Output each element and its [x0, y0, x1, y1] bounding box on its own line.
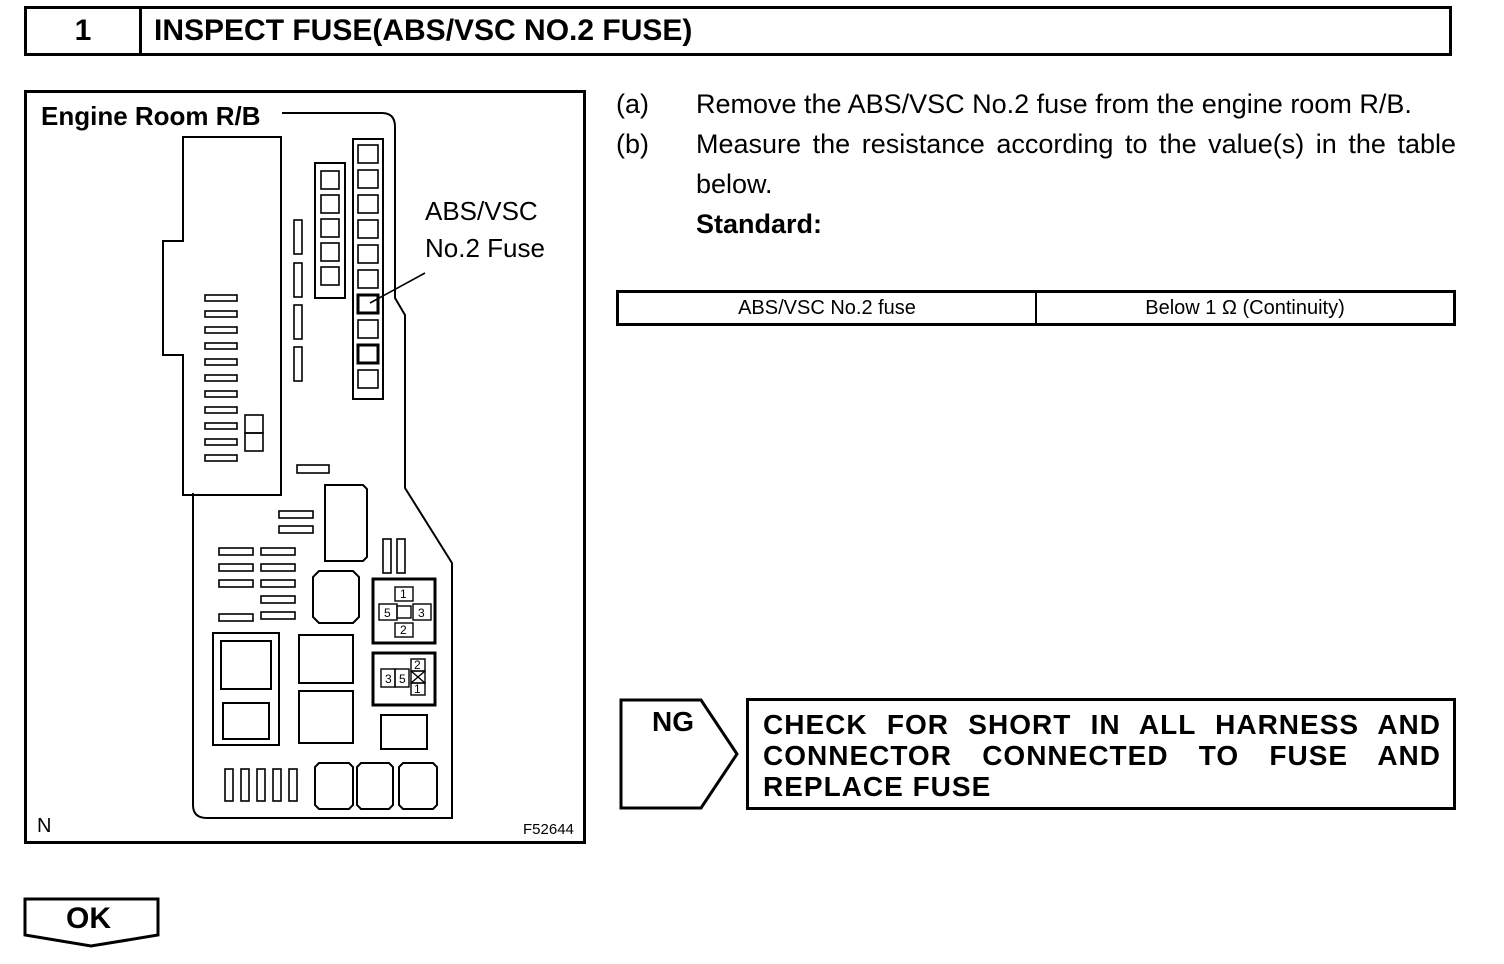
- fuse-box-illustration: 1 5 3 2 3 5 2 1: [162, 112, 453, 819]
- step-b-letter: (b): [616, 129, 649, 159]
- engine-room-rb-diagram: 1 5 3 2 3 5 2 1 Engine Room R/B ABS/VSC …: [24, 90, 586, 844]
- relay-upper-pin-5: 5: [384, 606, 391, 620]
- step-a: (a) Remove the ABS/VSC No.2 fuse from th…: [616, 84, 1456, 124]
- step-header: 1 INSPECT FUSE(ABS/VSC NO.2 FUSE): [24, 6, 1452, 56]
- step-number: 1: [27, 9, 142, 53]
- relay-upper-pin-1: 1: [400, 587, 407, 601]
- callout-line-1: ABS/VSC: [425, 196, 538, 226]
- step-b: (b) Measure the resistance according to …: [616, 124, 1456, 204]
- callout-line-2: No.2 Fuse: [425, 233, 545, 263]
- standard-label: Standard:: [696, 209, 823, 239]
- relay-lower-pin-2: 2: [414, 658, 421, 672]
- relay-lower-pin-5: 5: [399, 672, 406, 686]
- ok-arrow-icon: [23, 897, 160, 948]
- relay-upper-pin-2: 2: [400, 623, 407, 637]
- figure-id: F52644: [523, 821, 574, 838]
- relay-lower-pin-3: 3: [385, 672, 392, 686]
- table-cell-condition: Below 1 Ω (Continuity): [1035, 293, 1453, 323]
- ng-arrow-icon: [619, 698, 739, 810]
- step-b-text: Measure the resistance according to the …: [696, 129, 1456, 199]
- ng-label: NG: [652, 706, 694, 737]
- ok-label: OK: [66, 902, 111, 935]
- diagram-title: Engine Room R/B: [41, 101, 269, 132]
- standard-table: ABS/VSC No.2 fuse Below 1 Ω (Continuity): [616, 290, 1456, 326]
- ng-action-box: CHECK FOR SHORT IN ALL HARNESS AND CONNE…: [746, 698, 1456, 810]
- relay-lower-pin-1: 1: [414, 682, 421, 696]
- relay-upper-pin-3: 3: [418, 606, 425, 620]
- instruction-steps: (a) Remove the ABS/VSC No.2 fuse from th…: [616, 84, 1456, 244]
- step-a-text: Remove the ABS/VSC No.2 fuse from the en…: [696, 89, 1412, 119]
- fuse-callout-label: ABS/VSC No.2 Fuse: [425, 193, 545, 267]
- north-marker: N: [37, 815, 52, 837]
- step-a-letter: (a): [616, 89, 649, 119]
- table-cell-item: ABS/VSC No.2 fuse: [738, 296, 916, 319]
- step-title: INSPECT FUSE(ABS/VSC NO.2 FUSE): [154, 14, 693, 47]
